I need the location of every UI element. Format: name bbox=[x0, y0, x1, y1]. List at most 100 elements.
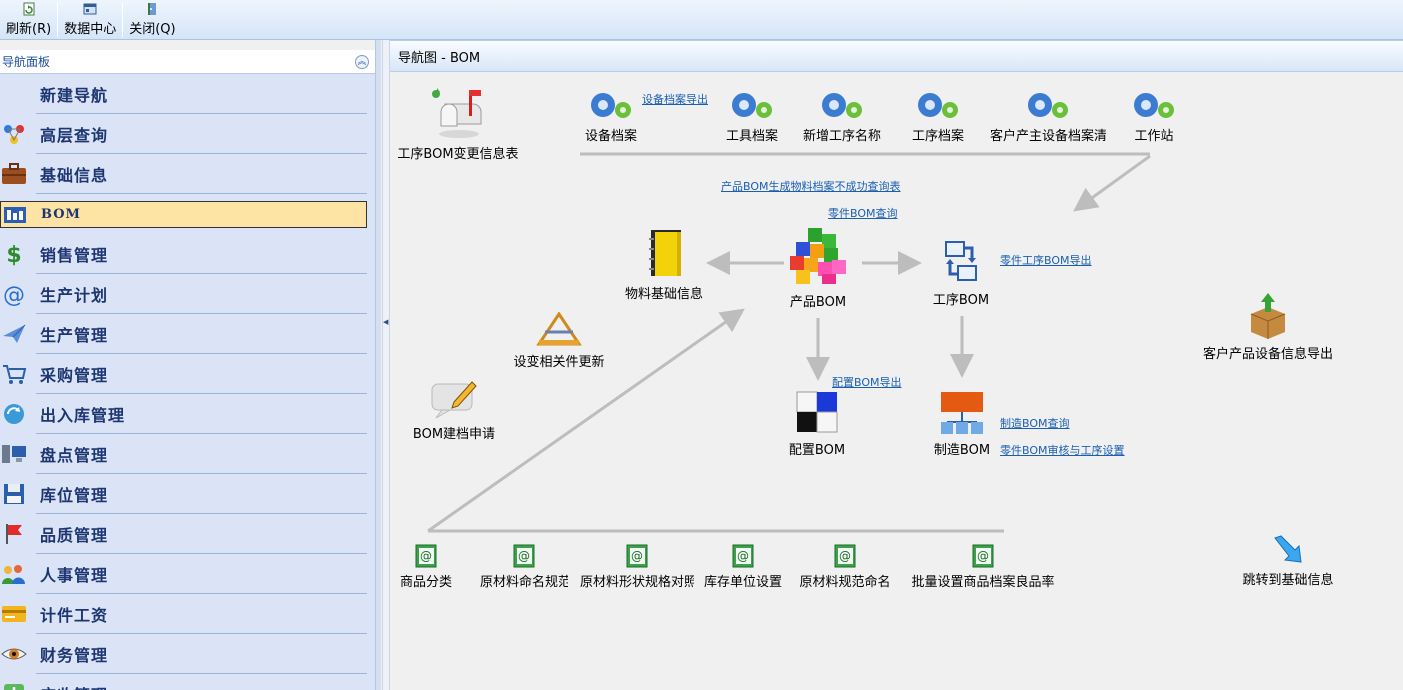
datacenter-button[interactable]: 数据中心 bbox=[58, 0, 122, 40]
material-naming-std-node[interactable]: @ 原材料规范命名 bbox=[792, 544, 898, 590]
material-shape-spec-node[interactable]: @ 原材料形状规格对照 bbox=[580, 544, 694, 590]
at-book-icon: @ bbox=[513, 544, 535, 568]
flag-icon bbox=[0, 522, 28, 546]
sidebar-item-3[interactable]: BOM bbox=[0, 201, 367, 228]
sidebar-item-8[interactable]: 出入库管理 bbox=[0, 394, 375, 434]
gears-icon bbox=[918, 93, 958, 118]
manufacture-bom-label: 制造BOM bbox=[933, 443, 991, 458]
gears-icon bbox=[591, 93, 631, 118]
sidebar-item-label: 新建导航 bbox=[40, 86, 109, 105]
equipment-archive-node[interactable]: 设备档案 bbox=[578, 88, 644, 144]
toolbar: 刷新(R) 数据中心 关闭(Q) bbox=[0, 0, 1403, 40]
book-icon bbox=[649, 230, 681, 276]
dollar-icon: $ bbox=[0, 242, 28, 266]
exit-door-icon bbox=[148, 3, 157, 15]
sidebar-item-0[interactable]: 新建导航 bbox=[0, 74, 375, 114]
sidebar-item-7[interactable]: 采购管理 bbox=[0, 354, 375, 394]
sidebar-item-label: 采购管理 bbox=[40, 366, 109, 385]
sidebar-item-5[interactable]: @生产计划 bbox=[0, 274, 375, 314]
equipment-export-link[interactable]: 设备档案导出 bbox=[642, 93, 708, 106]
bom-apply-node[interactable]: BOM建档申请 bbox=[406, 376, 502, 442]
jump-basic-label: 跳转到基础信息 bbox=[1242, 573, 1334, 588]
floppy-icon bbox=[0, 482, 28, 506]
customer-device-export-label: 客户产品设备信息导出 bbox=[1202, 347, 1333, 362]
sidebar-item-label: 计件工资 bbox=[40, 606, 109, 625]
manufacture-bom-node[interactable]: 制造BOM bbox=[926, 390, 998, 458]
sidebar-item-1[interactable]: 高层查询 bbox=[0, 114, 375, 154]
customer-equipment-list-label: 客户产主设备档案清单 bbox=[990, 129, 1106, 144]
sidebar-item-label: 盘点管理 bbox=[40, 446, 109, 465]
eye-icon bbox=[0, 642, 28, 666]
tool-archive-node[interactable]: 工具档案 bbox=[720, 88, 784, 144]
tool-archive-label: 工具档案 bbox=[725, 129, 778, 144]
sidebar-item-10[interactable]: 库位管理 bbox=[0, 474, 375, 514]
sidebar-item-label: 库位管理 bbox=[40, 486, 109, 505]
sidebar-item-4[interactable]: $ 销售管理 bbox=[0, 234, 375, 274]
manufacture-bom-query-link[interactable]: 制造BOM查询 bbox=[1000, 417, 1070, 430]
nav-items: 新建导航高层查询基础信息 BOM $ 销售管理 @生产计划生产管理采购管理出入库管理盘点… bbox=[0, 74, 375, 690]
sidebar-item-9[interactable]: 盘点管理 bbox=[0, 434, 375, 474]
goods-category-node[interactable]: @ 商品分类 bbox=[394, 544, 458, 590]
sidebar-item-12[interactable]: 人事管理 bbox=[0, 554, 375, 594]
process-archive-label: 工序档案 bbox=[911, 129, 964, 144]
sidebar-item-2[interactable]: 基础信息 bbox=[0, 154, 375, 194]
material-naming-rule-label: 原材料命名规范 bbox=[480, 575, 568, 590]
part-process-bom-export-link[interactable]: 零件工序BOM导出 bbox=[1000, 254, 1092, 267]
svg-text:@: @ bbox=[839, 549, 851, 563]
refresh-label: 刷新(R) bbox=[6, 22, 52, 37]
material-shape-spec-label: 原材料形状规格对照 bbox=[580, 575, 694, 590]
config-bom-node[interactable]: 配置BOM bbox=[784, 390, 850, 458]
gears-icon bbox=[1028, 93, 1068, 118]
workstation-label: 工作站 bbox=[1134, 129, 1174, 144]
material-basic-node[interactable]: 物料基础信息 bbox=[614, 228, 714, 302]
product-bom-failed-link[interactable]: 产品BOM生成物料档案不成功查询表 bbox=[721, 180, 901, 193]
sidebar-item-14[interactable]: 财务管理 bbox=[0, 634, 375, 674]
window-icon bbox=[83, 3, 97, 15]
new-process-name-label: 新增工序名称 bbox=[802, 129, 881, 144]
process-bom-node[interactable]: 工序BOM bbox=[924, 240, 998, 308]
config-bom-export-link[interactable]: 配置BOM导出 bbox=[832, 376, 902, 389]
new-process-name-node[interactable]: 新增工序名称 bbox=[798, 88, 886, 144]
svg-text:@: @ bbox=[737, 549, 749, 563]
sidebar-item-6[interactable]: 生产管理 bbox=[0, 314, 375, 354]
splitter[interactable] bbox=[375, 40, 381, 690]
card-icon bbox=[0, 602, 28, 626]
toolbar-separator bbox=[57, 3, 59, 37]
sidebar-item-label: 高层查询 bbox=[40, 126, 109, 145]
jump-basic-node[interactable]: 跳转到基础信息 bbox=[1240, 534, 1336, 588]
product-bom-label: 产品BOM bbox=[789, 295, 847, 310]
svg-text:@: @ bbox=[631, 549, 643, 563]
splitter-grip[interactable] bbox=[382, 40, 390, 690]
collapse-icon[interactable]: ︽ bbox=[355, 54, 369, 69]
sidebar-item-label: 人事管理 bbox=[40, 566, 109, 585]
process-archive-node[interactable]: 工序档案 bbox=[906, 88, 970, 144]
part-bom-query-link[interactable]: 零件BOM查询 bbox=[828, 207, 898, 220]
sidebar-item-15[interactable]: 应收管理 bbox=[0, 674, 375, 690]
svg-text:$: $ bbox=[6, 243, 21, 266]
collapse-left-icon[interactable]: ◀ bbox=[383, 318, 389, 326]
at-book-icon: @ bbox=[972, 544, 994, 568]
close-label: 关闭(Q) bbox=[129, 22, 176, 37]
change-related-update-node[interactable]: 设变相关件更新 bbox=[514, 312, 605, 370]
sidebar-item-label: 生产管理 bbox=[40, 326, 109, 345]
batch-setting-node[interactable]: @ 批量设置商品档案良品率 bbox=[910, 544, 1056, 590]
part-bom-review-link[interactable]: 零件BOM审核与工序设置 bbox=[1000, 444, 1125, 457]
stock-unit-setting-node[interactable]: @ 库存单位设置 bbox=[696, 544, 790, 590]
workstation-node[interactable]: 工作站 bbox=[1124, 88, 1184, 144]
goods-category-label: 商品分类 bbox=[399, 575, 452, 590]
material-naming-rule-node[interactable]: @ 原材料命名规范 bbox=[480, 544, 568, 590]
sidebar-item-11[interactable]: 品质管理 bbox=[0, 514, 375, 554]
sidebar-item-label: 应收管理 bbox=[40, 682, 108, 690]
sidebar-item-label: 销售管理 bbox=[40, 246, 109, 265]
sidebar-item-13[interactable]: 计件工资 bbox=[0, 594, 375, 634]
customer-equipment-list-node[interactable]: 客户产主设备档案清单 bbox=[990, 88, 1106, 144]
process-bom-label: 工序BOM bbox=[932, 293, 990, 308]
airplane-icon bbox=[0, 322, 28, 346]
customer-device-export-node[interactable]: 客户产品设备信息导出 bbox=[1186, 292, 1350, 362]
process-bom-change-node[interactable]: 工序BOM变更信息表 bbox=[394, 84, 522, 162]
product-bom-node[interactable]: 产品BOM bbox=[780, 224, 856, 310]
close-button[interactable]: 关闭(Q) bbox=[123, 0, 181, 40]
refresh-button[interactable]: 刷新(R) bbox=[0, 0, 57, 40]
toolbar-separator bbox=[122, 3, 124, 37]
